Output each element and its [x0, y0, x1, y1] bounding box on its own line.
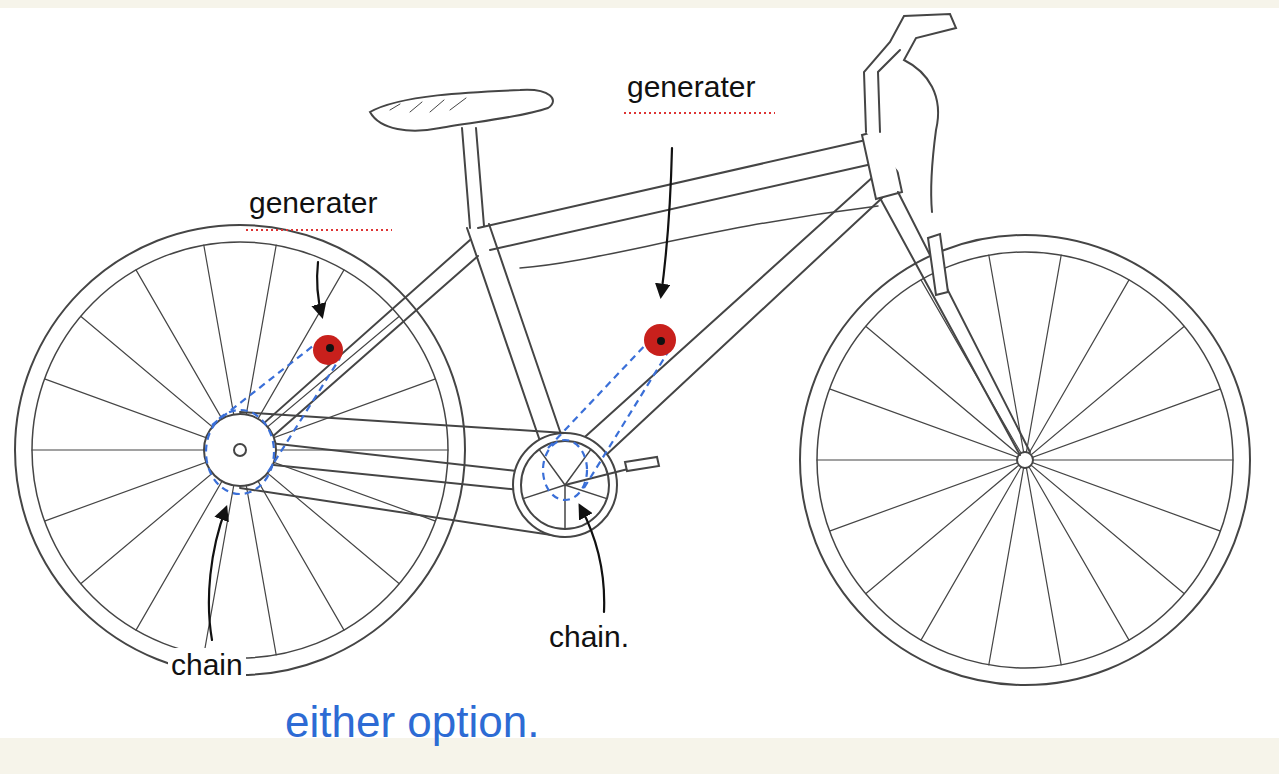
- front-fork: [880, 192, 1030, 455]
- brake: [928, 234, 948, 295]
- part-label-holder: generater: [624, 70, 758, 105]
- rear-rim: [32, 242, 448, 658]
- leader-arrow: [209, 508, 226, 640]
- top-tube: [478, 140, 872, 250]
- part-label: chain.: [546, 620, 632, 655]
- part-label-holder: generater: [246, 186, 380, 221]
- generator-dot: [313, 335, 343, 365]
- dashed-chain-loop: [543, 440, 587, 500]
- chainring-spokes: [523, 449, 607, 529]
- seat-post: [462, 128, 484, 228]
- note-text: either option.: [282, 697, 542, 748]
- stem: [878, 50, 900, 132]
- handlebar: [864, 14, 956, 212]
- front-spokes: [817, 255, 1233, 665]
- rear-tyre: [15, 225, 465, 675]
- note-text-holder: either option.: [282, 697, 542, 748]
- front-rim: [817, 252, 1233, 668]
- rear-axle: [234, 444, 246, 456]
- bottom-band: [0, 738, 1279, 774]
- part-label: chain: [168, 648, 246, 683]
- pedal: [625, 457, 659, 471]
- dotted-underline: [624, 112, 775, 114]
- dashed-chain-run: [548, 340, 668, 488]
- rear-spokes: [32, 245, 448, 655]
- generator-dot: [644, 324, 676, 356]
- leader-arrow: [580, 506, 604, 612]
- leader-arrow: [661, 148, 672, 296]
- part-label: generater: [624, 70, 758, 105]
- dotted-underline: [246, 229, 392, 231]
- part-label-holder: chain.: [546, 620, 632, 655]
- part-label: generater: [246, 186, 380, 221]
- crank-arm: [565, 468, 632, 485]
- generator-axle: [326, 344, 334, 352]
- cable: [520, 206, 878, 268]
- saddle: [370, 90, 553, 131]
- generator-axle: [657, 337, 665, 345]
- front-tyre: [800, 235, 1250, 685]
- leader-arrow: [317, 262, 322, 316]
- seat-stay: [245, 240, 478, 452]
- part-label-holder: chain: [168, 648, 246, 683]
- down-tube: [566, 176, 882, 470]
- saddle-shading: [390, 98, 466, 112]
- top-band: [0, 0, 1279, 8]
